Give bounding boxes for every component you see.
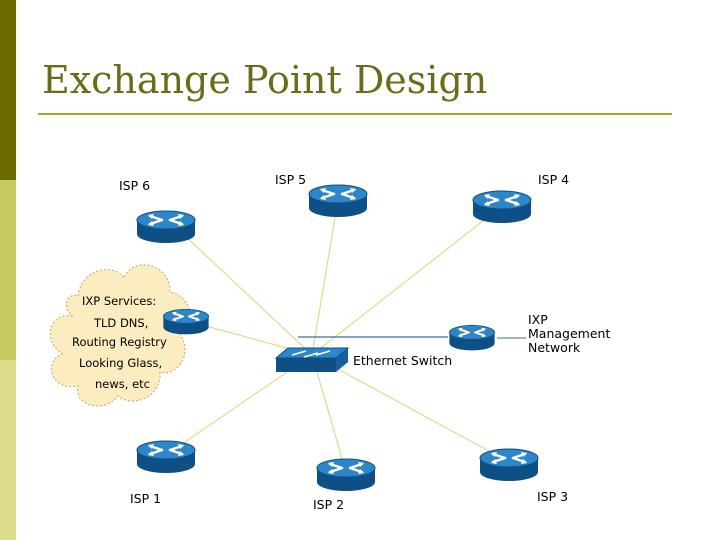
ethernet-switch-icon [274, 347, 350, 372]
router-icon-mgmt [448, 324, 496, 352]
label-isp6: ISP 6 [119, 178, 151, 193]
label-isp2: ISP 2 [313, 497, 345, 512]
label-mgmt-line2: Management [528, 326, 611, 341]
cloud-text-5: news, etc [95, 377, 150, 391]
title-underline [38, 113, 672, 115]
router-icon-isp5 [307, 183, 369, 219]
label-isp4: ISP 4 [538, 172, 570, 187]
router-icon-isp4 [471, 189, 533, 225]
router-icon-isp3 [478, 447, 540, 483]
sidebar-accent [0, 0, 16, 540]
link-isp5 [311, 199, 339, 356]
sidebar-block-mid [0, 180, 16, 360]
router-icon-services [162, 308, 210, 336]
link-isp3 [311, 354, 510, 463]
label-isp1: ISP 1 [130, 491, 162, 506]
router-icon-isp2 [315, 457, 377, 493]
router-icon-isp6 [135, 209, 197, 245]
sidebar-block-dark [0, 0, 16, 180]
label-isp5: ISP 5 [275, 172, 307, 187]
label-isp3: ISP 3 [537, 489, 569, 504]
cloud-text-2: TLD DNS, [94, 316, 149, 330]
sidebar-block-light [0, 360, 16, 540]
link-isp6 [165, 217, 313, 356]
cloud-text-4: Looking Glass, [79, 356, 163, 370]
link-isp2 [311, 354, 347, 473]
link-isp4 [311, 205, 503, 356]
cloud-text-3: Routing Registry [72, 335, 167, 349]
ixp-services-cloud [49, 264, 191, 407]
label-mgmt-line3: Network [528, 340, 581, 355]
label-ethernet-switch: Ethernet Switch [353, 353, 453, 368]
cloud-text-1: IXP Services: [82, 294, 157, 308]
label-mgmt-line1: IXP [528, 312, 548, 327]
slide-title: Exchange Point Design [42, 58, 488, 102]
router-icon-isp1 [135, 439, 197, 475]
